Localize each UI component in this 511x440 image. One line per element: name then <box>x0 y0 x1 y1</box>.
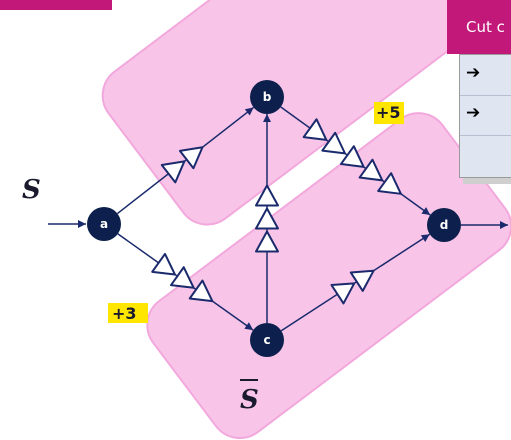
cut-card: Cut c ➔ ➔ <box>447 0 511 184</box>
capacity-label-ac: +3 <box>112 304 137 323</box>
source-set-region <box>101 0 464 226</box>
edge-arrowhead <box>244 322 254 331</box>
node-d-label: d <box>440 218 449 232</box>
capacity-unit-marker <box>358 158 384 182</box>
arrow-right-icon: ➔ <box>466 103 481 123</box>
capacity-label-bd-highlight <box>374 102 404 124</box>
edge-a-b <box>116 106 255 215</box>
capacity-unit-marker <box>349 269 375 292</box>
capacity-unit-marker <box>330 282 356 305</box>
cut-card-bullet: ➔ <box>460 95 511 136</box>
capacity-unit-marker <box>188 279 214 303</box>
capacity-label-bd: +5 <box>376 103 401 122</box>
edge-arrowhead <box>421 207 431 216</box>
arrow-right-icon: ➔ <box>466 63 481 83</box>
capacity-unit-marker <box>160 160 186 184</box>
sink-set-label: S <box>240 385 259 415</box>
title-underline <box>0 0 112 10</box>
source-inflow-arrow-head <box>78 220 86 228</box>
capacity-unit-marker <box>321 131 346 155</box>
node-d <box>427 208 461 242</box>
edge-arrowhead <box>263 114 271 122</box>
capacity-unit-marker <box>178 146 204 170</box>
node-a-label: a <box>100 217 108 231</box>
source-set-label: S <box>22 175 41 205</box>
edge-arrowhead <box>420 234 430 242</box>
capacity-unit-marker <box>255 184 279 207</box>
edge-arrowhead <box>244 107 254 116</box>
capacity-unit-marker <box>151 252 176 276</box>
edge-c-d <box>280 233 431 332</box>
node-a <box>87 207 121 241</box>
capacity-label-ac-highlight <box>108 303 148 323</box>
cut-card-bullet: ➔ <box>460 55 511 96</box>
capacity-unit-marker <box>169 266 195 289</box>
capacity-unit-marker <box>339 145 365 168</box>
node-b-label: b <box>263 90 272 104</box>
node-b <box>250 80 284 114</box>
node-c-label: c <box>263 333 270 347</box>
node-c <box>250 323 284 357</box>
cut-card-title: Cut c <box>447 0 511 54</box>
sink-outflow-arrow-head <box>500 221 508 229</box>
capacity-unit-marker <box>255 230 279 253</box>
cut-card-body: ➔ ➔ <box>459 54 511 178</box>
capacity-unit-marker <box>377 172 402 195</box>
capacity-unit-marker <box>255 207 279 230</box>
capacity-unit-marker <box>302 118 328 141</box>
